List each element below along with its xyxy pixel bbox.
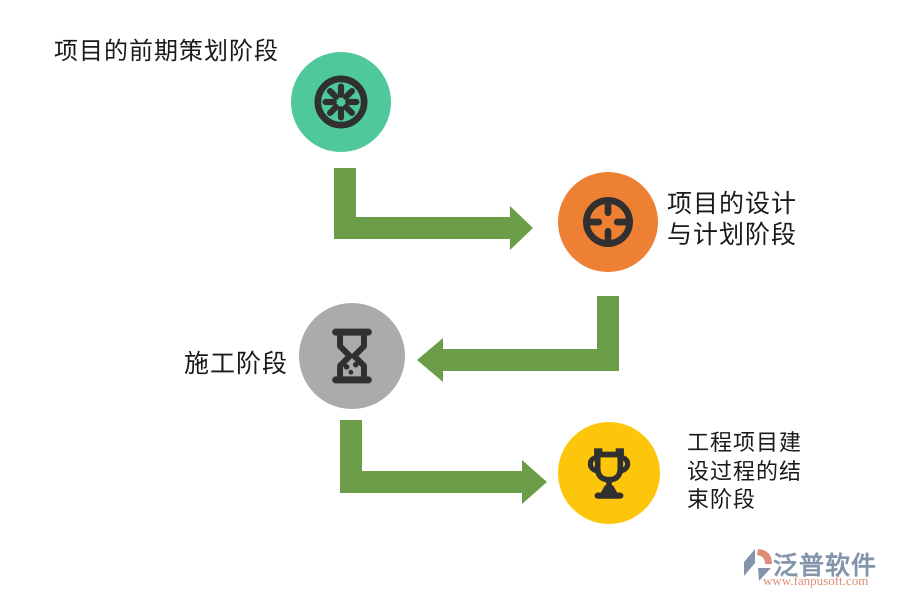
step-label-construction: 施工阶段 <box>183 350 288 378</box>
hourglass-icon <box>314 318 390 394</box>
flow-arrow-1 <box>334 168 534 252</box>
trophy-icon <box>573 437 645 509</box>
brand-url: www.fanpusoft.com <box>763 573 869 588</box>
brand-name: 泛普软件 <box>773 552 878 580</box>
step-circle-construction <box>299 303 405 409</box>
flow-arrow-3 <box>340 420 548 504</box>
fanpu-logo-icon <box>742 545 774 588</box>
step-circle-planning <box>291 52 391 152</box>
step-label-closing: 工程项目建 设过程的结 束阶段 <box>687 430 803 512</box>
flow-arrow-2 <box>417 296 619 382</box>
step-label-planning: 项目的前期策划阶段 <box>54 38 279 65</box>
step-circle-closing <box>558 422 660 524</box>
step-label-design: 项目的设计 与计划阶段 <box>667 190 798 249</box>
brand-watermark: 泛普软件 www.fanpusoft.com <box>742 544 892 592</box>
target-icon <box>572 186 644 258</box>
kiwi-slice-icon <box>305 66 377 138</box>
step-circle-design <box>558 172 658 272</box>
